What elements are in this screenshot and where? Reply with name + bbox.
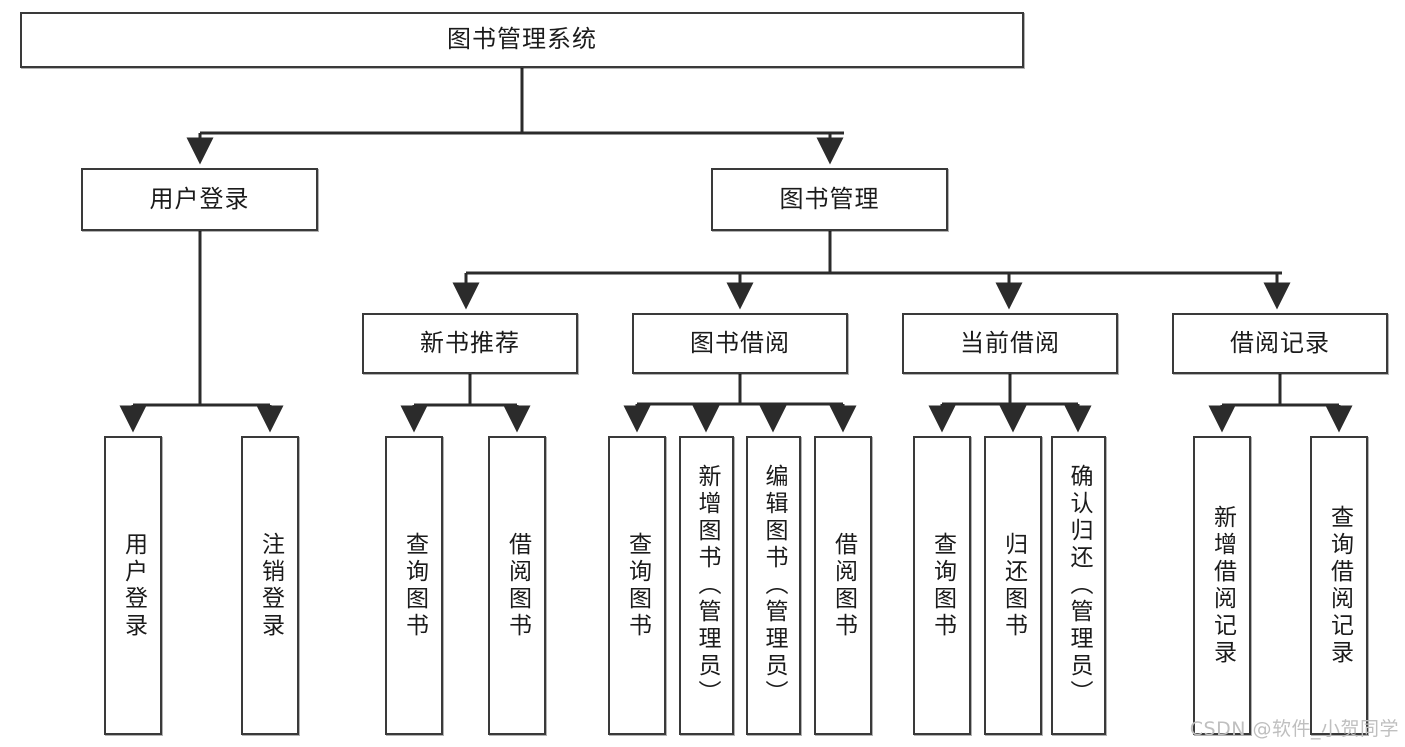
node-current-borrow[interactable]: 当前借阅 bbox=[902, 313, 1118, 374]
node-label: 确认归还（管理员） bbox=[1066, 464, 1092, 707]
node-label: 编辑图书（管理员） bbox=[761, 464, 787, 707]
node-label: 查询图书 bbox=[401, 531, 428, 640]
node-user-login[interactable]: 用户登录 bbox=[81, 168, 318, 231]
node-leaf-query-book-1[interactable]: 查询图书 bbox=[385, 436, 443, 735]
node-root-system[interactable]: 图书管理系统 bbox=[20, 12, 1024, 68]
node-leaf-add-record[interactable]: 新增借阅记录 bbox=[1193, 436, 1251, 735]
node-label: 查询图书 bbox=[929, 531, 956, 640]
node-leaf-query-book-3[interactable]: 查询图书 bbox=[913, 436, 971, 735]
node-leaf-query-record[interactable]: 查询借阅记录 bbox=[1310, 436, 1368, 735]
node-leaf-borrow-book-1[interactable]: 借阅图书 bbox=[488, 436, 546, 735]
node-leaf-edit-book[interactable]: 编辑图书（管理员） bbox=[746, 436, 801, 735]
edge-book-borrow-to-leaves bbox=[623, 374, 857, 433]
node-leaf-confirm-return[interactable]: 确认归还（管理员） bbox=[1051, 436, 1106, 735]
node-new-book-recommend[interactable]: 新书推荐 bbox=[362, 313, 578, 374]
edge-borrow-record-to-leaves bbox=[1208, 374, 1353, 433]
node-label: 注销登录 bbox=[257, 531, 284, 640]
node-label: 新书推荐 bbox=[420, 328, 520, 357]
node-leaf-borrow-book-2[interactable]: 借阅图书 bbox=[814, 436, 872, 735]
node-leaf-add-book[interactable]: 新增图书（管理员） bbox=[679, 436, 734, 735]
node-borrow-record[interactable]: 借阅记录 bbox=[1172, 313, 1388, 374]
node-label: 借阅图书 bbox=[504, 531, 531, 640]
node-label: 图书管理系统 bbox=[447, 25, 597, 54]
watermark-text: CSDN @软件_小贺同学 bbox=[1189, 718, 1399, 740]
node-label: 用户登录 bbox=[149, 184, 250, 213]
node-label: 借阅图书 bbox=[830, 531, 857, 640]
node-book-management[interactable]: 图书管理 bbox=[711, 168, 948, 231]
edge-root-to-level2 bbox=[186, 68, 844, 165]
node-label: 新增借阅记录 bbox=[1209, 504, 1236, 667]
node-label: 归还图书 bbox=[1000, 531, 1027, 640]
node-label: 查询借阅记录 bbox=[1326, 504, 1353, 667]
node-label: 新增图书（管理员） bbox=[694, 464, 720, 707]
node-label: 图书管理 bbox=[779, 184, 880, 213]
node-label: 借阅记录 bbox=[1230, 328, 1330, 357]
node-label: 当前借阅 bbox=[960, 328, 1060, 357]
node-leaf-user-logout[interactable]: 注销登录 bbox=[241, 436, 299, 735]
edge-new-book-recommend-to-leaves bbox=[400, 374, 531, 433]
node-label: 查询图书 bbox=[624, 531, 651, 640]
edge-current-borrow-to-leaves bbox=[928, 374, 1092, 433]
node-label: 用户登录 bbox=[120, 531, 147, 640]
node-label: 图书借阅 bbox=[690, 328, 790, 357]
node-leaf-return-book[interactable]: 归还图书 bbox=[984, 436, 1042, 735]
node-book-borrow[interactable]: 图书借阅 bbox=[632, 313, 848, 374]
edge-book-management-to-level3 bbox=[452, 231, 1291, 310]
edge-user-login-to-leaves bbox=[119, 231, 284, 433]
node-leaf-user-login[interactable]: 用户登录 bbox=[104, 436, 162, 735]
node-leaf-query-book-2[interactable]: 查询图书 bbox=[608, 436, 666, 735]
